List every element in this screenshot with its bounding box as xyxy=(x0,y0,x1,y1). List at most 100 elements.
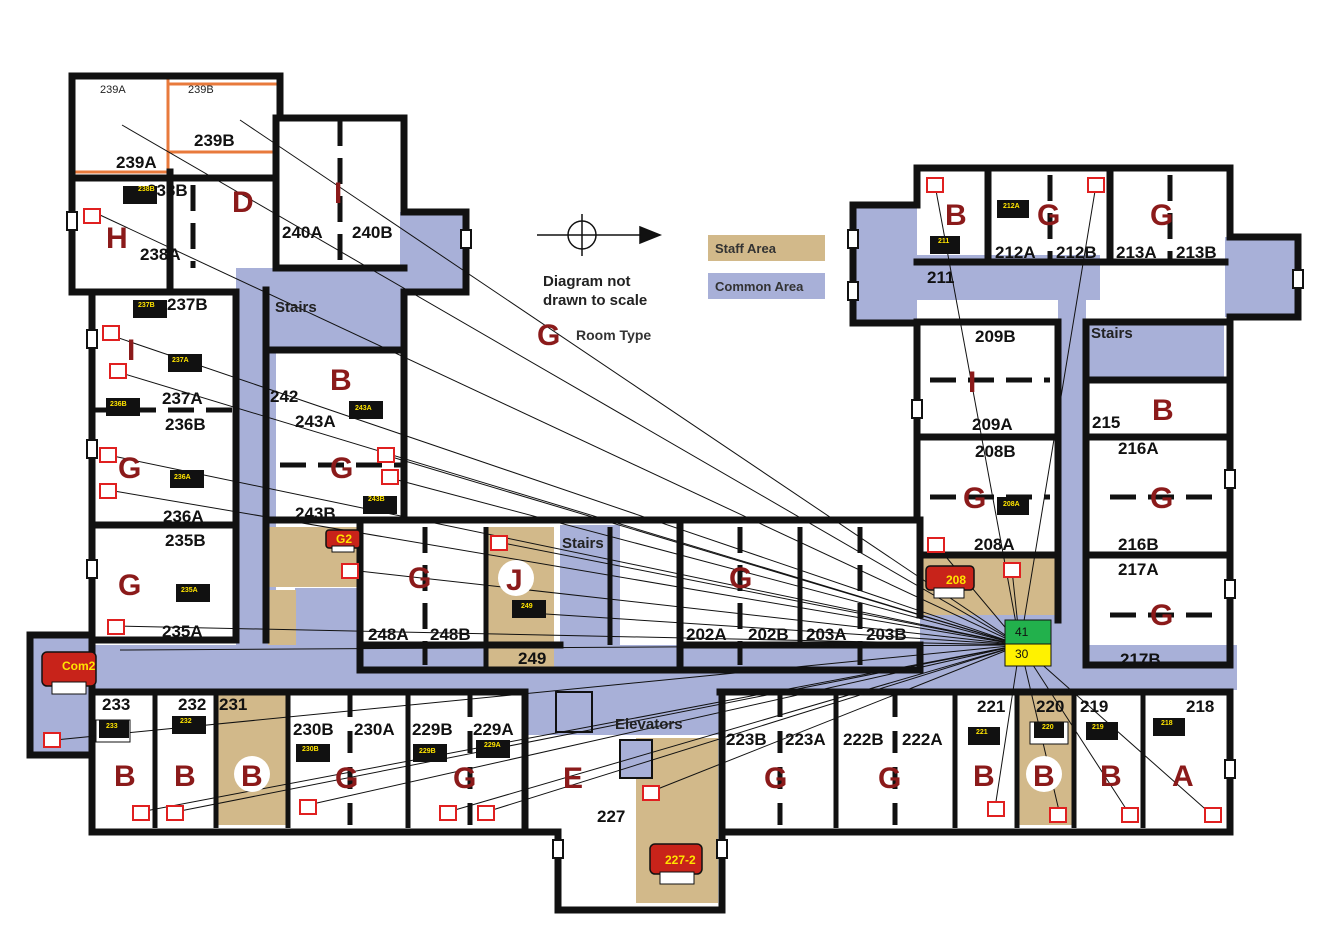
device-tag-screen xyxy=(1034,722,1064,738)
hub-port-green xyxy=(1004,619,1052,645)
device-tag xyxy=(176,584,210,602)
legend-common-label: Common Area xyxy=(715,279,804,294)
staff-area xyxy=(268,590,296,645)
elevator-cars xyxy=(555,691,653,779)
jack-icon xyxy=(99,447,117,463)
printer-label: 208 xyxy=(946,573,966,587)
jack-icon xyxy=(1204,807,1222,823)
device-tag-label: 249 xyxy=(521,603,533,610)
jack-icon xyxy=(102,325,120,341)
room-number: 221 xyxy=(977,697,1005,716)
common-area-north-wing xyxy=(853,205,917,323)
common-area xyxy=(1086,665,1226,690)
device-tag xyxy=(363,496,397,514)
room-number: 239B xyxy=(194,131,235,150)
room-type: G xyxy=(453,762,476,795)
network-connection-lines xyxy=(54,119,1213,816)
room-number: 223A xyxy=(785,730,826,749)
jack-icon xyxy=(43,732,61,748)
device-tag xyxy=(170,470,204,488)
room-number: 227 xyxy=(597,807,625,826)
room-type: B xyxy=(973,760,995,793)
jack-icon xyxy=(642,785,660,801)
device-tag-label: 243B xyxy=(368,496,385,503)
device-tag-label: 236B xyxy=(110,401,127,408)
hub-bottom-label: 30 xyxy=(1015,647,1029,661)
room-type-badge xyxy=(1026,756,1062,792)
room-number: 222A xyxy=(902,730,943,749)
room-type: G xyxy=(764,762,787,795)
jack-icon xyxy=(109,363,127,379)
room-number: 208A xyxy=(974,535,1015,554)
device-tag xyxy=(1086,722,1118,740)
device-tag-label: 208A xyxy=(1003,501,1020,508)
device-tag xyxy=(968,727,1000,745)
room-number: 212B xyxy=(1056,243,1097,262)
device-tag-label: 233 xyxy=(106,723,118,730)
common-area-stairs-left xyxy=(266,290,406,350)
legend-room-type-symbol: G xyxy=(537,319,560,352)
jack-icon xyxy=(927,537,945,553)
device-tag-label: 220 xyxy=(1042,724,1054,731)
stairs-label: Stairs xyxy=(1091,325,1133,342)
printer-label: 227-2 xyxy=(665,853,696,867)
common-area xyxy=(236,268,406,290)
device-tag xyxy=(123,186,157,204)
device-tag-label: 230B xyxy=(302,746,319,753)
room-number: 212A xyxy=(995,243,1036,262)
room-number: 236B xyxy=(165,415,206,434)
device-tag xyxy=(349,401,383,419)
scale-note: Diagram not xyxy=(543,273,631,290)
elevator-car xyxy=(555,691,593,733)
room-type: G xyxy=(729,562,752,595)
room-type: H xyxy=(106,222,128,255)
room-number: 235A xyxy=(162,622,203,641)
room-type: G xyxy=(330,452,353,485)
room-number: 216A xyxy=(1118,439,1159,458)
room-number: 218 xyxy=(1186,697,1214,716)
room-number: 235B xyxy=(165,531,206,550)
jack-icon xyxy=(341,563,359,579)
device-tag-label: 235A xyxy=(181,587,198,594)
room-number: 249 xyxy=(518,649,546,668)
room-type: D xyxy=(232,186,254,219)
room-type: I xyxy=(968,366,976,399)
device-tag xyxy=(930,236,960,254)
printer-label: G2 xyxy=(336,532,352,546)
room-type: G xyxy=(118,452,141,485)
room-number-tiny: 239B xyxy=(188,84,214,96)
device-tag xyxy=(997,200,1029,218)
jack-icon xyxy=(987,801,1005,817)
jack-icon xyxy=(83,208,101,224)
room-number: 240A xyxy=(282,223,323,242)
common-area-stairs-right xyxy=(1086,322,1224,377)
printer-icon: G2 xyxy=(325,529,361,553)
device-tag-label: 243A xyxy=(355,405,372,412)
room-type-badge xyxy=(234,756,270,792)
common-area-east-wing xyxy=(1225,237,1298,317)
room-number: 229A xyxy=(473,720,514,739)
device-tag xyxy=(512,600,546,618)
device-tag-label: 212A xyxy=(1003,203,1020,210)
jack-icon xyxy=(477,805,495,821)
room-number: 243B xyxy=(295,504,336,523)
room-type: A xyxy=(1172,760,1194,793)
legend-staff-swatch xyxy=(708,235,825,261)
device-tag-screen xyxy=(99,720,129,738)
hub-port-yellow xyxy=(1004,643,1052,667)
device-tag xyxy=(413,744,447,762)
device-tag-label: 229A xyxy=(484,742,501,749)
device-tag xyxy=(172,716,206,734)
room-number: 217B xyxy=(1120,650,1161,669)
jack-icon xyxy=(99,483,117,499)
room-number: 209B xyxy=(975,327,1016,346)
printer-icon: 208 xyxy=(925,565,975,599)
stairs-label: Stairs xyxy=(275,299,317,316)
device-tag-label: 219 xyxy=(1092,724,1104,731)
area-labels: Stairs Stairs Stairs Elevators xyxy=(275,299,1133,733)
room-number: 202A xyxy=(686,625,727,644)
room-number: 209A xyxy=(972,415,1013,434)
legend-staff-label: Staff Area xyxy=(715,241,777,256)
jack-icon xyxy=(381,469,399,485)
